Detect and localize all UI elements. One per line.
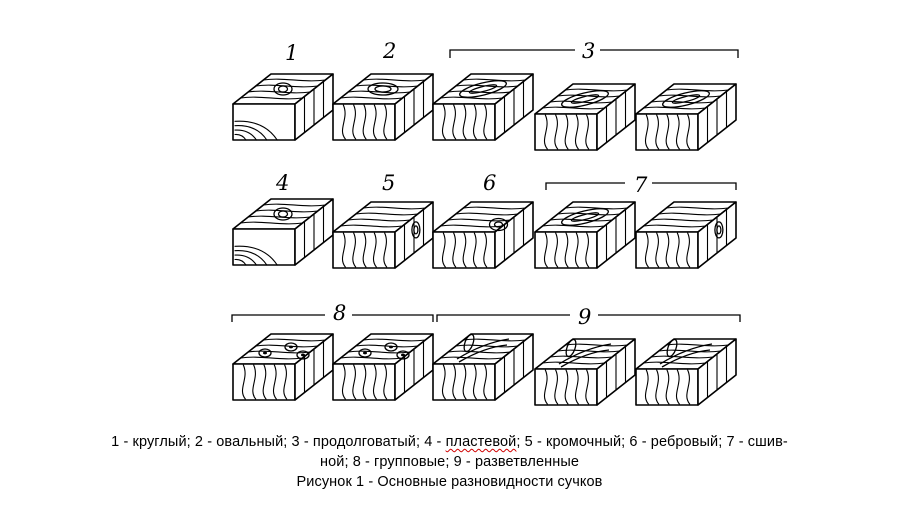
block-edge-knot xyxy=(332,201,434,269)
block-stitch-knot-b xyxy=(635,201,737,269)
block-stitch-knot-a xyxy=(534,201,636,269)
caption-line-3: Рисунок 1 - Основные разновидности сучко… xyxy=(296,474,603,490)
label-6: 6 xyxy=(483,171,496,195)
label-2: 2 xyxy=(382,39,396,63)
knot-types-figure: 1 2 3 4 5 6 7 8 9 xyxy=(231,39,741,406)
figure-caption: 1 - круглый; 2 - овальный; 3 - продолгов… xyxy=(0,432,899,492)
block-group-knot-b xyxy=(332,333,434,401)
label-9: 9 xyxy=(578,305,591,329)
block-branch-knot-b xyxy=(534,338,636,406)
block-plast-knot xyxy=(232,198,334,266)
block-long-knot-b xyxy=(534,83,636,151)
block-long-knot-c xyxy=(635,83,737,151)
label-3: 3 xyxy=(582,39,595,63)
bracket-3 xyxy=(449,49,739,58)
label-5: 5 xyxy=(382,171,395,195)
caption-line-1: 1 - круглый; 2 - овальный; 3 - продолгов… xyxy=(111,434,788,450)
block-long-knot-a xyxy=(432,73,534,141)
bracket-7 xyxy=(545,182,737,190)
label-1: 1 xyxy=(285,41,298,65)
block-group-knot-a xyxy=(232,333,334,401)
bracket-9 xyxy=(436,314,741,322)
label-7: 7 xyxy=(634,173,648,197)
bracket-8 xyxy=(231,314,434,322)
label-4: 4 xyxy=(275,171,289,195)
block-oval-knot xyxy=(332,73,434,141)
spellcheck-word: пластевой xyxy=(445,434,517,450)
block-branch-knot-a xyxy=(432,333,534,401)
block-branch-knot-c xyxy=(635,338,737,406)
block-rib-knot xyxy=(432,201,534,269)
caption-line-2: ной; 8 - групповые; 9 - разветвленные xyxy=(319,454,580,470)
label-8: 8 xyxy=(333,301,346,325)
block-round-knot xyxy=(232,73,334,141)
